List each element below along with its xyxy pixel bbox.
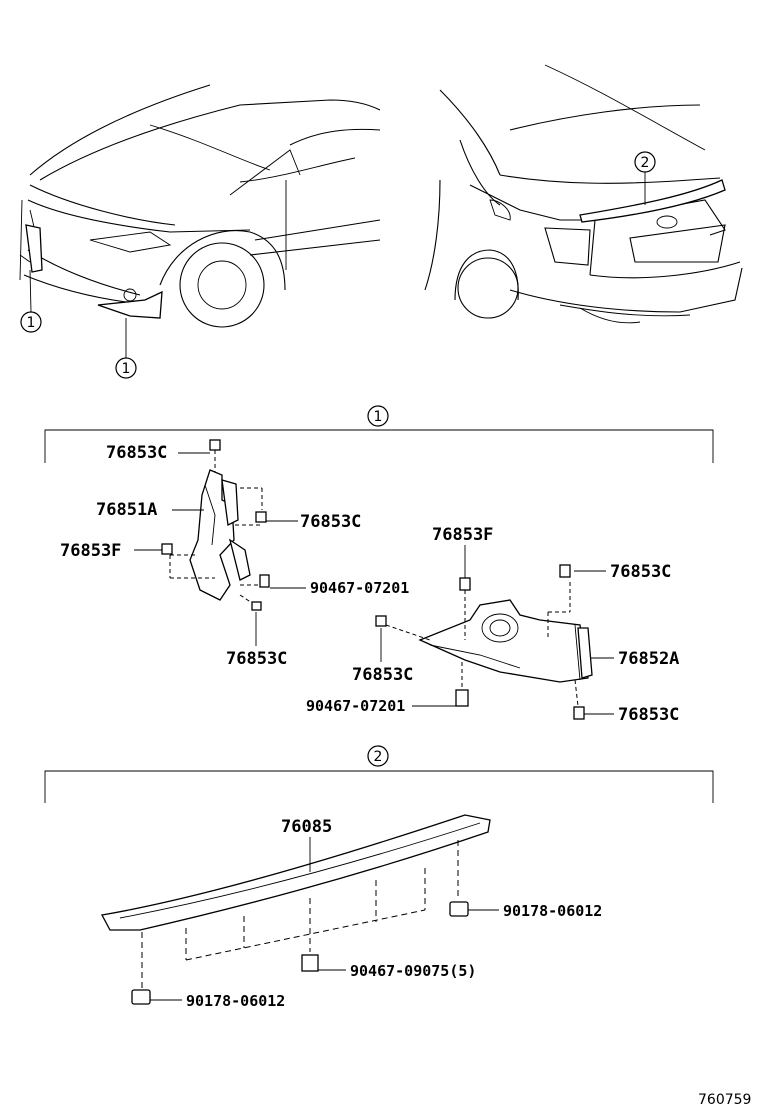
front-callout-leader-1: 1 1 [20, 269, 137, 379]
bumper-bracket-left-assembly [161, 439, 270, 611]
callout-1-front-bumper: 1 [122, 361, 131, 377]
label-76853C-bottom-left: 76853C [226, 649, 287, 669]
label-76853C-fog-left: 76853C [352, 665, 413, 685]
label-76853C-top: 76853C [106, 443, 167, 463]
section-1-left-labels: 76853C 76851A 76853C 76853F 90467-07201 … [60, 443, 409, 669]
callout-1-front-left: 1 [27, 315, 36, 331]
section-1-callout: 1 [374, 409, 383, 425]
section-2-callout: 2 [374, 749, 383, 765]
label-76085: 76085 [281, 817, 332, 837]
label-76853C-right-bracket: 76853C [300, 512, 361, 532]
section-1-right-labels: 76853F 76853C 76853C 76852A 90467-07201 … [306, 525, 679, 725]
label-90178-06012-left: 90178-06012 [186, 992, 285, 1010]
label-76853C-upper-right: 76853C [610, 562, 671, 582]
label-90467-07201-right: 90467-07201 [306, 697, 405, 715]
rear-spoiler-assembly [101, 814, 491, 1005]
diagram-id: 760759 [698, 1092, 751, 1108]
label-90178-06012-right: 90178-06012 [503, 902, 602, 920]
callout-2-rear: 2 [641, 155, 650, 171]
rear-car-illustration [424, 64, 743, 324]
section-1-header: 1 [44, 405, 714, 463]
label-90467-09075: 90467-09075(5) [350, 962, 476, 980]
rear-callout-leader-2: 2 [634, 151, 656, 205]
label-76853F-left: 76853F [60, 541, 121, 561]
label-76851A: 76851A [96, 500, 157, 520]
label-76853C-lower-right: 76853C [618, 705, 679, 725]
section-2-labels: 76085 90178-06012 90467-09075(5) 90178-0… [150, 817, 602, 1010]
label-90467-07201-left: 90467-07201 [310, 579, 409, 597]
label-76853F-right: 76853F [432, 525, 493, 545]
section-2-header: 2 [44, 745, 714, 803]
fog-lamp-cover-right-assembly [375, 564, 593, 720]
label-76852A: 76852A [618, 649, 679, 669]
front-car-illustration [19, 84, 381, 328]
